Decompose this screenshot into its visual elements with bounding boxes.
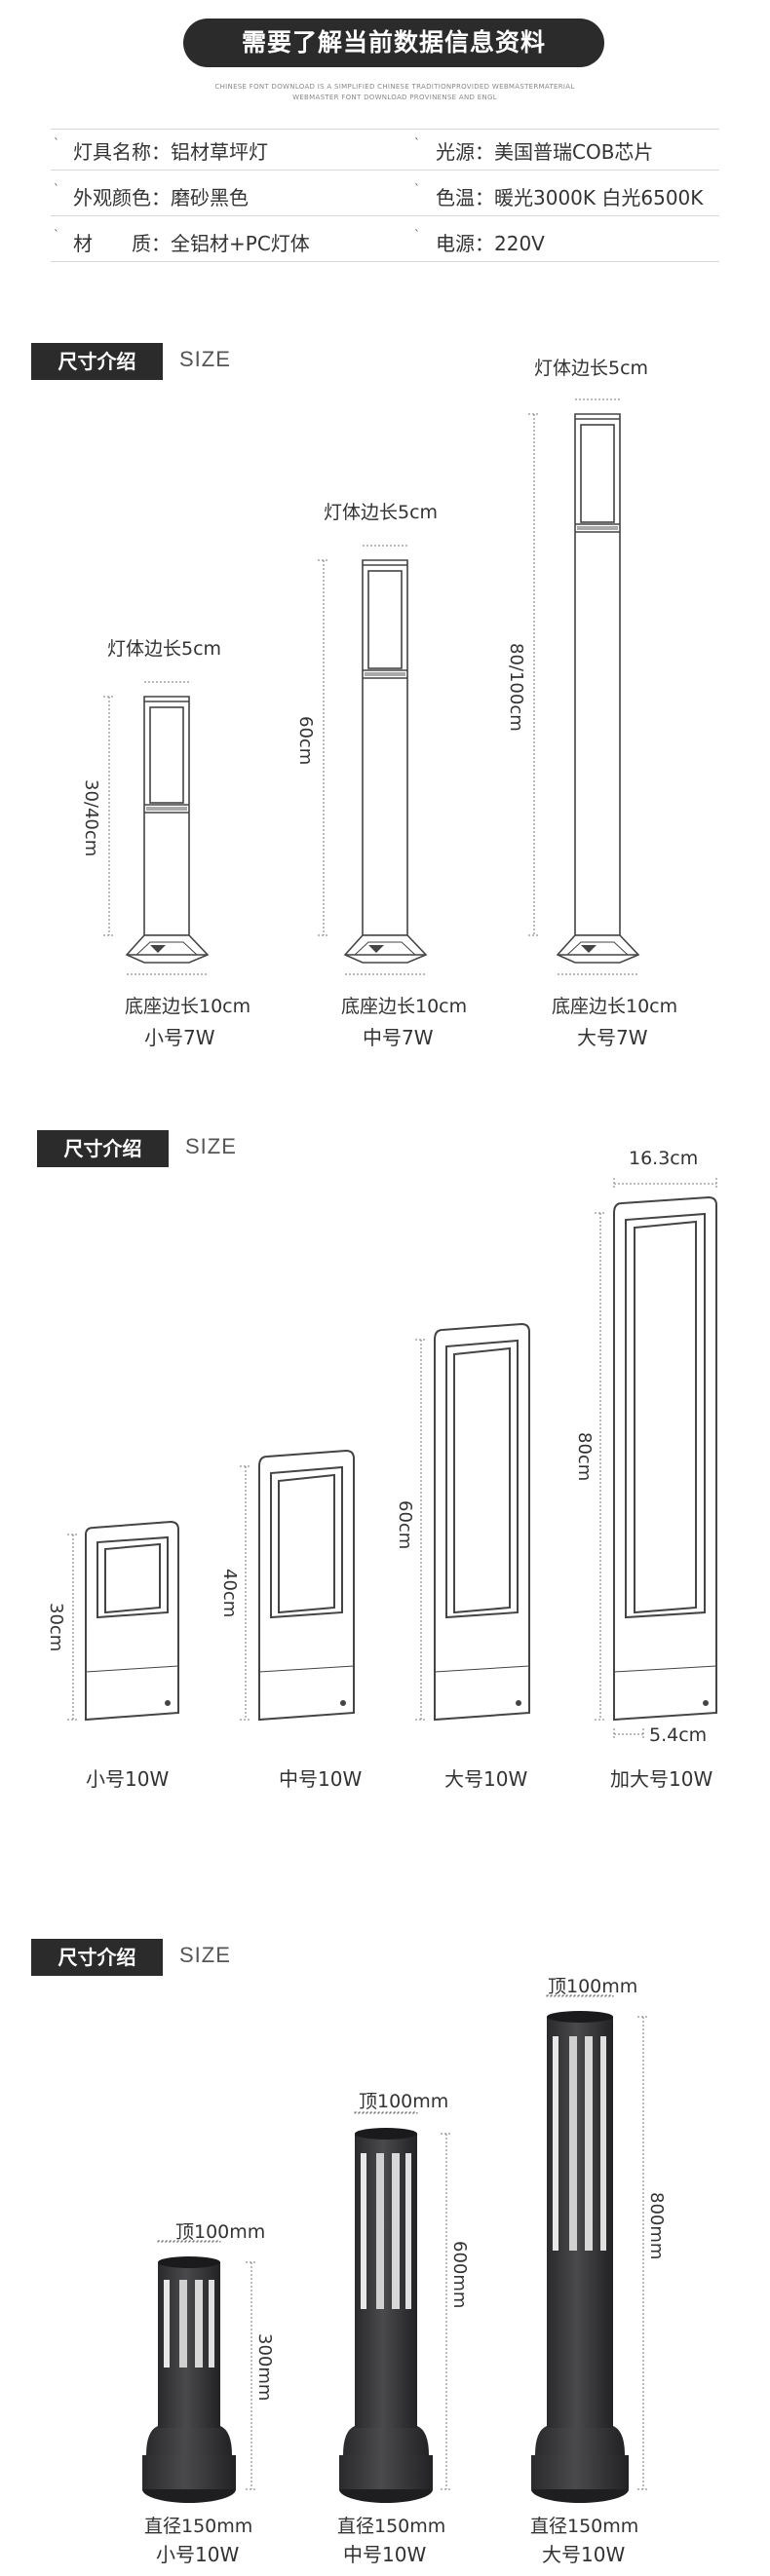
tick-icon: ` (54, 136, 59, 150)
large-top-label: 灯体边长5cm (534, 358, 649, 379)
frame-small-model: 小号10W (86, 1767, 170, 1791)
page-title: 需要了解当前数据信息资料 (183, 19, 604, 67)
frame-medium-model: 中号10W (279, 1767, 363, 1791)
section-3-size: SIZE (179, 1943, 231, 1967)
spec-value: 全铝材+PC灯体 (171, 232, 310, 255)
spec-value: 铝材草坪灯 (171, 140, 268, 164)
frame-large-model: 大号10W (444, 1767, 528, 1791)
spec-label: 材 质： (73, 232, 171, 255)
frame-lamp-xlarge (613, 1195, 717, 1722)
medium-base-label: 底座边长10cm (341, 996, 468, 1017)
section-2-tag: 尺寸介绍 (37, 1130, 169, 1167)
frame-lamp-large (434, 1322, 530, 1722)
section-1-size: SIZE (179, 347, 231, 371)
cyl-large-height-label: 800mm (646, 2192, 667, 2260)
spec-label: 色温： (436, 186, 494, 209)
frame-depth-label: 5.4cm (649, 1724, 708, 1746)
tick-icon: ` (414, 136, 420, 150)
lamp-large-7w (556, 413, 640, 964)
spec-light-source: 光源：美国普瑞COB芯片 (436, 136, 653, 165)
medium-top-label: 灯体边长5cm (324, 502, 439, 523)
section-1-dimension-lines (103, 398, 638, 975)
spec-value: 暖光3000K 白光6500K (494, 186, 704, 209)
tick-icon: ` (54, 228, 59, 242)
cyl-medium-base-label: 直径150mm (337, 2516, 446, 2537)
small-base-label: 底座边长10cm (125, 996, 251, 1017)
small-model: 小号7W (144, 1026, 215, 1049)
spec-divider (51, 261, 719, 262)
spec-label: 光源： (436, 140, 494, 164)
small-top-label: 灯体边长5cm (107, 638, 222, 660)
cyl-large-top-label: 顶100mm (548, 1976, 638, 1997)
spec-color-temp: 色温：暖光3000K 白光6500K (436, 182, 703, 210)
tick-icon: ` (414, 228, 420, 242)
cylinder-lamp-small (142, 2240, 236, 2503)
large-base-label: 底座边长10cm (552, 996, 678, 1017)
tick-icon: ` (54, 182, 59, 196)
section-3-tag: 尺寸介绍 (31, 1939, 163, 1976)
cyl-large-model: 大号10W (542, 2543, 626, 2566)
frame-lamp-small (85, 1520, 179, 1722)
spec-label: 外观颜色： (73, 186, 171, 209)
spec-name: 灯具名称：铝材草坪灯 (73, 136, 268, 165)
spec-power: 电源：220V (436, 228, 545, 256)
lamp-small-7w (125, 696, 210, 964)
cyl-medium-model: 中号10W (343, 2543, 427, 2566)
page-subtitle: CHINESE FONT DOWNLOAD IS A SIMPLIFIED CH… (185, 82, 604, 103)
spec-label: 电源： (436, 232, 494, 255)
subtitle-line-1: CHINESE FONT DOWNLOAD IS A SIMPLIFIED CH… (214, 83, 575, 91)
cyl-small-height-label: 300mm (254, 2333, 275, 2402)
section-3-dimension-lines (246, 2016, 649, 2490)
cylinder-lamp-large (531, 1994, 629, 2503)
spec-label: 灯具名称： (73, 140, 171, 164)
section-2-dimension-lines (67, 1178, 717, 1740)
subtitle-line-2: WEBMASTER FONT DOWNLOAD PROVINENSE AND E… (292, 94, 497, 101)
cyl-medium-top-label: 顶100mm (359, 2091, 449, 2112)
frame-lamp-medium (258, 1449, 355, 1722)
frame-xlarge-model: 加大号10W (610, 1767, 713, 1791)
cyl-medium-height-label: 600mm (449, 2241, 470, 2309)
frame-width-label: 16.3cm (629, 1148, 699, 1169)
spec-divider (51, 215, 719, 216)
cyl-small-top-label: 顶100mm (175, 2221, 266, 2243)
lamp-medium-7w (343, 559, 428, 964)
spec-material: 材 质：全铝材+PC灯体 (73, 228, 310, 256)
cyl-small-base-label: 直径150mm (144, 2516, 253, 2537)
cyl-small-model: 小号10W (156, 2543, 240, 2566)
section-2-size: SIZE (185, 1134, 237, 1158)
cylinder-lamp-medium (339, 2111, 433, 2503)
section-1-tag: 尺寸介绍 (31, 343, 163, 380)
medium-model: 中号7W (363, 1026, 434, 1049)
spec-value: 磨砂黑色 (171, 186, 249, 209)
spec-value: 美国普瑞COB芯片 (494, 140, 654, 164)
spec-divider (51, 129, 719, 130)
cyl-large-base-label: 直径150mm (530, 2516, 639, 2537)
large-model: 大号7W (577, 1026, 648, 1049)
spec-value: 220V (494, 232, 545, 255)
tick-icon: ` (414, 182, 420, 196)
spec-color: 外观颜色：磨砂黑色 (73, 182, 249, 210)
